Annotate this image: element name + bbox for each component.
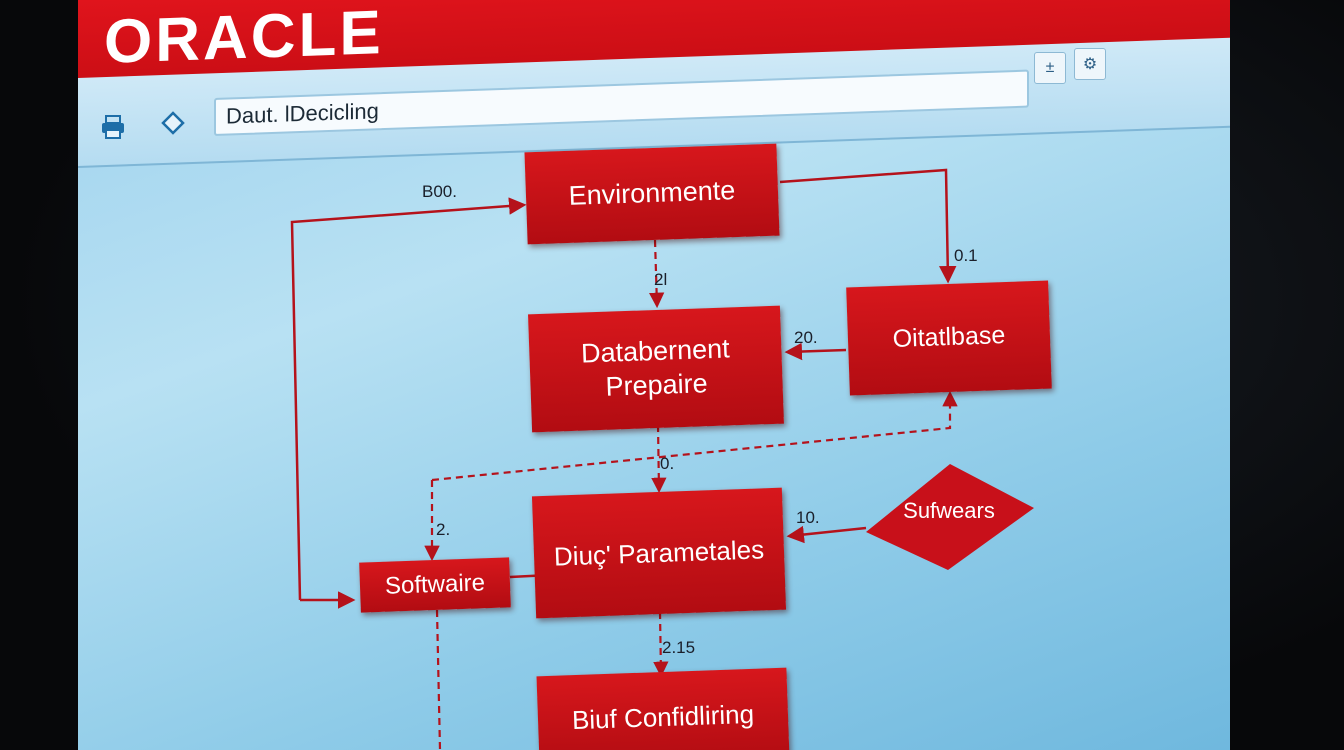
- edge-label-parameters-to-config: 2.15: [662, 638, 696, 657]
- plus-minus-icon[interactable]: ±: [1034, 52, 1066, 84]
- edge-prepare-to-parameters: [651, 424, 667, 494]
- software-decision-label: Sufwears: [903, 498, 995, 523]
- node-parameters[interactable]: Diuç' Parametales: [531, 487, 787, 619]
- edge-to-environment: [290, 197, 527, 601]
- node-parameters-label: Diuç' Parametales: [553, 534, 765, 572]
- edge-label-prepare-to-parameters: 0.: [660, 454, 675, 473]
- edge-label-env-to-prepare: 2l: [654, 270, 668, 289]
- location-icon[interactable]: [158, 108, 188, 138]
- node-configuring-label: Biuf Confidliring: [571, 698, 755, 735]
- node-environment-label: Environmente: [568, 175, 736, 212]
- application-window: ORACLE Daut. lDecicling ± ⚙: [78, 0, 1230, 750]
- node-database-prepare-line1: Databernent: [580, 333, 731, 369]
- software-decision-diamond[interactable]: [866, 464, 1034, 570]
- node-configuring[interactable]: Biuf Confidliring: [536, 667, 790, 750]
- node-environment[interactable]: Environmente: [524, 143, 780, 245]
- printer-icon[interactable]: [98, 112, 128, 142]
- node-database-label: Oitatlbase: [892, 321, 1006, 354]
- edge-label-decision-to-parameters: 10.: [796, 508, 820, 527]
- node-database-prepare[interactable]: Databernent Prepaire: [528, 305, 784, 433]
- edge-label-env-to-database: 0.1: [954, 246, 978, 265]
- settings-icon[interactable]: ⚙: [1074, 48, 1106, 80]
- edge-decision-to-parameters: [786, 525, 867, 544]
- edge-label-to-environment: B00.: [422, 182, 457, 201]
- edge-label-database-to-prepare: 20.: [794, 328, 818, 347]
- process-flow-diagram: Environmente Databernent Prepaire Oitatl…: [78, 0, 1230, 750]
- diagram-edges: [290, 168, 1034, 750]
- location-icon-graphic: [161, 111, 185, 135]
- edge-env-to-database: [779, 168, 957, 284]
- node-software-label: Softwaire: [384, 569, 486, 600]
- edge-env-to-prepare: [648, 239, 665, 309]
- edge-parameters-to-config: [653, 611, 669, 678]
- edge-software-down: [435, 609, 442, 750]
- edge-label-to-software: 2.: [436, 520, 451, 539]
- edge-to-database-dashed: [431, 390, 958, 482]
- printer-icon-graphic: [102, 115, 124, 139]
- node-database[interactable]: Oitatlbase: [846, 280, 1052, 396]
- node-database-prepare-line2: Prepaire: [605, 368, 709, 402]
- node-software[interactable]: Softwaire: [359, 557, 511, 613]
- edge-database-to-prepare: [784, 342, 847, 361]
